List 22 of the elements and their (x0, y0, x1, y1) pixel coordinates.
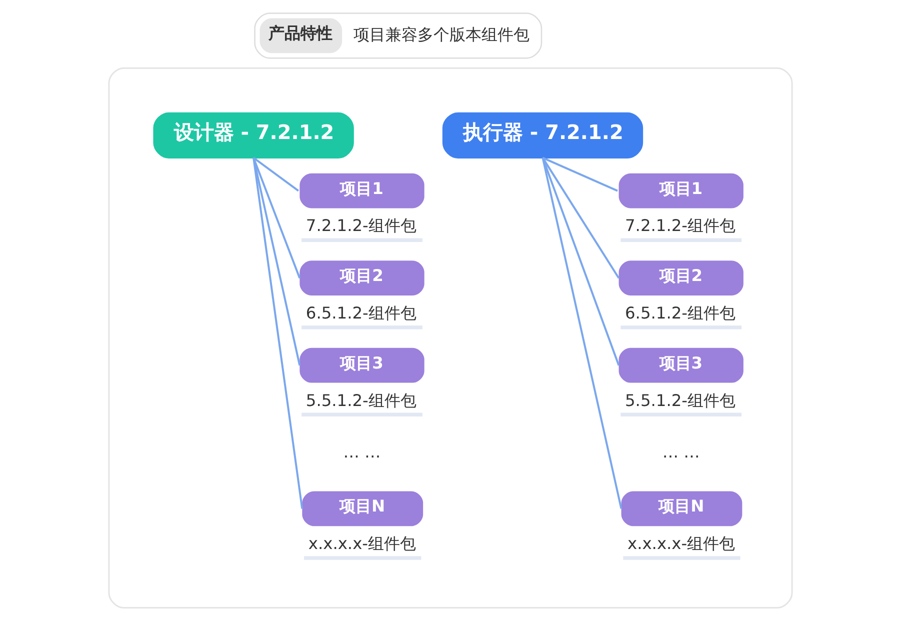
cluster (108, 67, 792, 609)
node-label: 5.5.1.2-组件包 (305, 390, 416, 410)
connector (252, 157, 300, 278)
connector (541, 158, 622, 509)
node-label: 7.2.1.2-组件包 (305, 216, 416, 236)
node-label: 5.5.1.2-组件包 (624, 390, 735, 410)
connector (541, 157, 620, 366)
connector (541, 157, 620, 279)
label: … … (662, 442, 700, 462)
node-label: x.x.x.x-组件包 (308, 534, 416, 554)
node-box: 执行器 - 7.2.1.2 (442, 112, 643, 158)
node-label: x.x.x.x-组件包 (627, 534, 735, 554)
node-label: 6.5.1.2-组件包 (305, 303, 416, 322)
connector (252, 158, 303, 509)
node-label: 6.5.1.2-组件包 (624, 303, 735, 322)
node-label: 7.2.1.2-组件包 (624, 216, 735, 236)
connector (542, 156, 618, 192)
connector (252, 158, 300, 366)
node-box: 设计器 - 7.2.1.2 (152, 112, 354, 158)
node-box: 产品特性 项目兼容多个版本组件包 (254, 12, 542, 59)
connector (252, 157, 299, 192)
label: … … (342, 442, 380, 462)
